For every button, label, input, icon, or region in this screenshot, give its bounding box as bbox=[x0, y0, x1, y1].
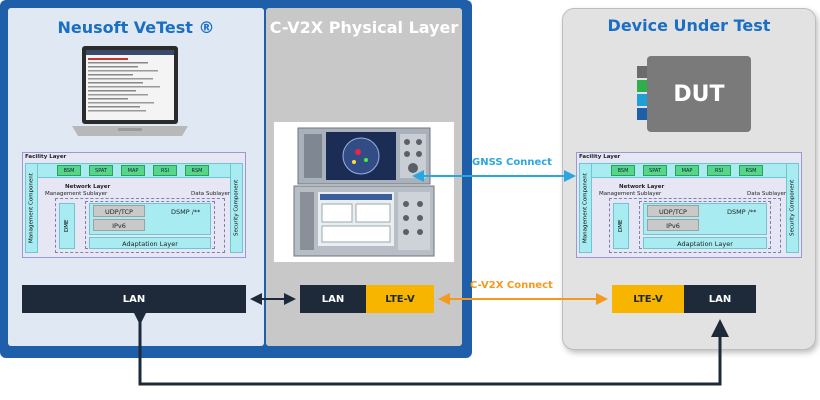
network-layer-label: Network Layer bbox=[65, 184, 111, 190]
network-layer-area bbox=[609, 198, 781, 253]
gnss-connect-label: GNSS Connect bbox=[472, 157, 552, 168]
data-sublayer-label: Data Sublayer bbox=[747, 191, 787, 197]
test-equipment-photo bbox=[274, 122, 454, 262]
message-box: SPAT bbox=[643, 165, 667, 176]
ipv6-box: IPv6 bbox=[93, 219, 145, 231]
network-layer-area bbox=[55, 198, 225, 253]
message-box: RSI bbox=[707, 165, 731, 176]
facility-layer-label: Facility Layer bbox=[25, 154, 67, 160]
dut-port-gray bbox=[637, 66, 647, 78]
dut-port-green bbox=[637, 80, 647, 92]
message-box: RSM bbox=[185, 165, 209, 176]
right-protocol-stack: Facility Layer BSM SPAT MAP RSI RSM Mana… bbox=[576, 152, 802, 258]
data-sublayer-label: Data Sublayer bbox=[191, 191, 231, 197]
cv2x-connect-label: C-V2X Connect bbox=[470, 280, 553, 291]
adaptation-layer: Adaptation Layer bbox=[643, 237, 767, 249]
dsmp-label: DSMP /** bbox=[727, 208, 757, 216]
middle-panel-title: C-V2X Physical Layer bbox=[269, 18, 459, 37]
message-box: MAP bbox=[121, 165, 145, 176]
message-box: SPAT bbox=[89, 165, 113, 176]
ipv6-box: IPv6 bbox=[647, 219, 699, 231]
message-box: RSM bbox=[739, 165, 763, 176]
dsmp-label: DSMP /** bbox=[171, 208, 201, 216]
message-box: MAP bbox=[675, 165, 699, 176]
dut-device: DUT bbox=[637, 56, 751, 134]
udp-tcp-box: UDP/TCP bbox=[647, 205, 699, 217]
dut-port-cyan bbox=[637, 94, 647, 106]
mgmt-sublayer-label: Management Sublayer bbox=[45, 191, 108, 197]
left-panel-title: Neusoft VeTest ® bbox=[57, 18, 215, 37]
udp-tcp-box: UDP/TCP bbox=[93, 205, 145, 217]
dut-label: DUT bbox=[647, 56, 751, 132]
left-protocol-stack: Facility Layer BSM SPAT MAP RSI RSM Mana… bbox=[22, 152, 246, 258]
adaptation-layer: Adaptation Layer bbox=[89, 237, 211, 249]
message-box: BSM bbox=[57, 165, 81, 176]
network-layer-label: Network Layer bbox=[619, 184, 665, 190]
dut-port-blue bbox=[637, 108, 647, 120]
mgmt-sublayer-label: Management Sublayer bbox=[599, 191, 662, 197]
message-box: RSI bbox=[153, 165, 177, 176]
message-box: BSM bbox=[611, 165, 635, 176]
right-panel-title: Device Under Test bbox=[607, 16, 771, 35]
laptop-icon bbox=[70, 44, 190, 140]
facility-layer-label: Facility Layer bbox=[579, 154, 621, 160]
